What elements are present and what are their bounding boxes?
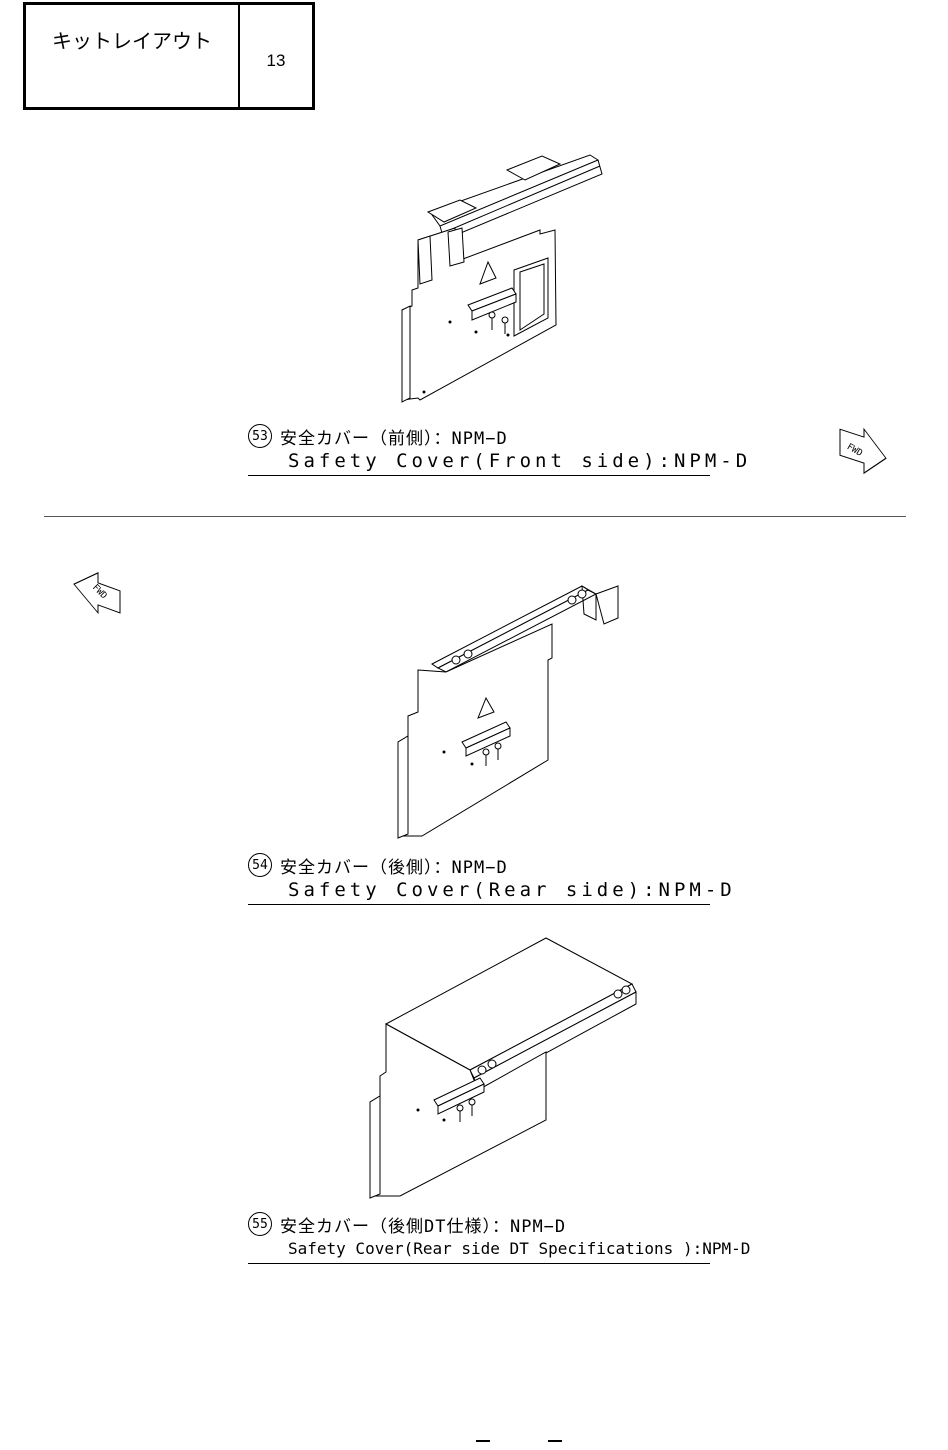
part-53-name-jp: 安全カバー（前側）：NPM−D [280, 424, 508, 449]
fwd-arrow-right-icon: FWD [836, 424, 892, 474]
part-54-number: 54 [248, 853, 272, 877]
part-53-number: 53 [248, 424, 272, 448]
part-55-caption: 55 安全カバー（後側DT仕様）：NPM−D Safety Cover(Rear… [248, 1211, 710, 1264]
part-55-name-en: Safety Cover(Rear side DT Specifications… [248, 1237, 710, 1263]
footer-mark-right [548, 1440, 562, 1442]
part-55-drawing [0, 920, 948, 1210]
part-54-caption: 54 安全カバー（後側）：NPM−D Safety Cover(Rear sid… [248, 852, 710, 905]
part-55-name-jp: 安全カバー（後側DT仕様）：NPM−D [280, 1212, 566, 1237]
part-54-name-jp: 安全カバー（後側）：NPM−D [280, 853, 508, 878]
section-divider [44, 516, 906, 517]
part-53-caption: 53 安全カバー（前側）：NPM−D Safety Cover(Front si… [248, 423, 710, 476]
footer-mark-left [476, 1440, 490, 1442]
part-54-drawing [0, 520, 948, 850]
part-55-number: 55 [248, 1212, 272, 1236]
part-54-name-en: Safety Cover(Rear side):NPM-D [248, 878, 710, 904]
part-53-name-en: Safety Cover(Front side):NPM-D [248, 449, 710, 475]
